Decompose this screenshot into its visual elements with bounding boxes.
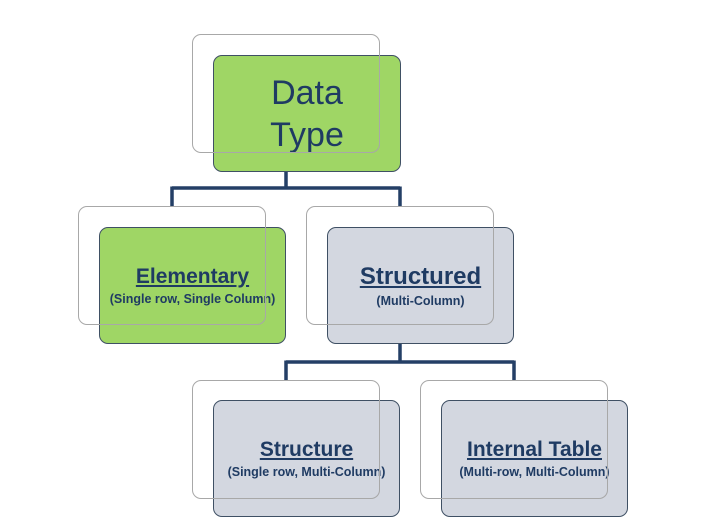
root-node-title-line2: Type [270, 115, 344, 154]
root-node-data-type[interactable]: Data Type [213, 55, 401, 172]
internal-table-node-subtitle: (Multi-row, Multi-Column) [459, 464, 610, 479]
connector-root-to-level1 [170, 172, 402, 206]
internal-table-node-title: Internal Table [467, 437, 602, 461]
structure-node-subtitle: (Single row, Multi-Column) [227, 464, 386, 479]
structured-node-title: Structured [359, 262, 482, 290]
connector-structured-to-level2 [284, 344, 516, 380]
structured-node[interactable]: Structured (Multi-Column) [327, 227, 514, 344]
elementary-node[interactable]: Elementary (Single row, Single Column) [99, 227, 286, 344]
elementary-node-title: Elementary [135, 264, 250, 288]
structure-node-title: Structure [259, 437, 354, 461]
elementary-node-subtitle: (Single row, Single Column) [109, 291, 276, 306]
structure-node[interactable]: Structure (Single row, Multi-Column) [213, 400, 400, 517]
internal-table-node[interactable]: Internal Table (Multi-row, Multi-Column) [441, 400, 628, 517]
structured-node-subtitle: (Multi-Column) [376, 293, 465, 308]
root-node-title-line1: Data [271, 73, 343, 112]
